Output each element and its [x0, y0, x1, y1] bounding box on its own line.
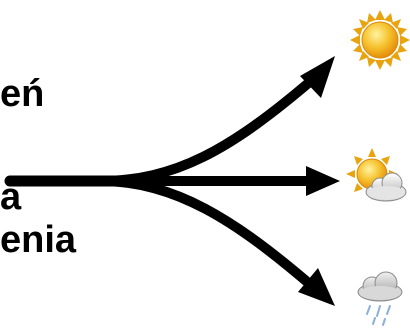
text-fragment-3: enia	[0, 219, 77, 261]
arrowhead-up	[300, 56, 335, 98]
sun-icon	[350, 10, 410, 70]
partly-cloudy-icon	[346, 148, 407, 202]
arrow-branch-down	[95, 176, 317, 291]
arrowhead-middle	[306, 166, 340, 196]
rain-cloud-icon	[357, 271, 403, 326]
text-fragment-2: a	[0, 176, 22, 218]
arrow-branch-up	[95, 75, 317, 186]
text-fragment-1: eń	[0, 73, 45, 115]
arrowhead-down	[298, 268, 335, 306]
